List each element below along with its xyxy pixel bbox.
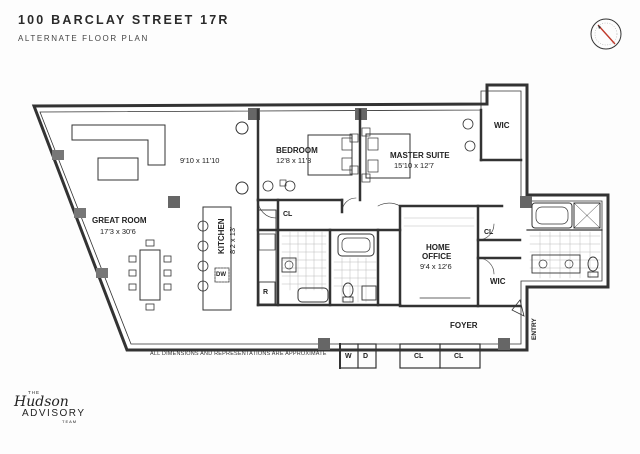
disclaimer-note: ALL DIMENSIONS AND REPRESENTATIONS ARE A… — [150, 351, 327, 357]
room-home-office-label-1: HOME — [426, 243, 450, 252]
brand-logo: THE Hudson ADVISORY TEAM — [14, 390, 104, 424]
room-master-suite-label: MASTER SUITE — [390, 151, 450, 160]
room-master-suite-dim: 15'10 x 12'7 — [394, 161, 434, 170]
dryer-label: D — [363, 353, 369, 360]
room-cl-office-label: CL — [484, 229, 494, 236]
plan-subtitle: ALTERNATE FLOOR PLAN — [18, 34, 149, 43]
room-wic-top-label: WIC — [494, 121, 510, 130]
room-cl-bedroom-label: CL — [283, 211, 293, 218]
compass-icon — [590, 18, 622, 50]
fridge-label: R — [263, 289, 269, 296]
room-entry-label: ENTRY — [531, 318, 538, 340]
brand-name: Hudson — [14, 394, 69, 410]
room-great-room-dim: 17'3 x 30'6 — [100, 227, 136, 236]
room-living-dim: 9'10 x 11'10 — [180, 156, 220, 165]
room-kitchen-dim: 8'2 x 13' — [228, 226, 237, 254]
dishwasher-label: DW — [216, 272, 226, 278]
room-home-office-dim: 9'4 x 12'6 — [420, 262, 452, 271]
plan-title: 100 BARCLAY STREET 17R — [18, 13, 230, 27]
room-great-room-label: GREAT ROOM — [92, 216, 147, 225]
room-cl-foyer-1-label: CL — [414, 353, 424, 360]
room-home-office-label-2: OFFICE — [422, 252, 452, 261]
room-foyer-label: FOYER — [450, 321, 478, 330]
room-wic-bottom-label: WIC — [490, 277, 506, 286]
brand-team: TEAM — [62, 419, 78, 424]
room-kitchen-label: KITCHEN — [217, 218, 226, 254]
room-bedroom-dim: 12'8 x 11'3 — [276, 156, 312, 165]
brand-the: THE — [28, 390, 40, 395]
washer-label: W — [345, 353, 352, 360]
room-bedroom-label: BEDROOM — [276, 146, 318, 155]
room-cl-foyer-2-label: CL — [454, 353, 464, 360]
brand-advisory: ADVISORY — [22, 408, 86, 419]
